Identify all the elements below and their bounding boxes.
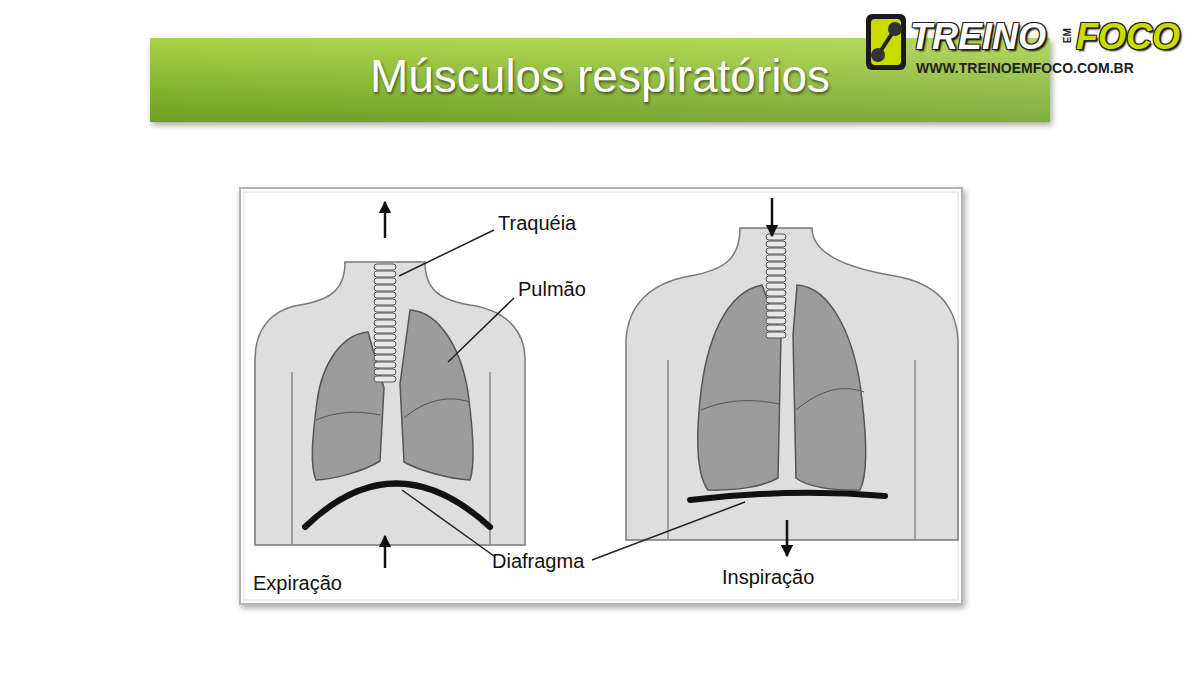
watermark-url: WWW.TREINOEMFOCO.COM.BR — [916, 60, 1134, 76]
picture-border — [244, 192, 958, 600]
trachea-ring — [766, 234, 786, 240]
trachea-ring — [374, 299, 396, 305]
slide-title: Músculos respiratórios — [150, 50, 1050, 103]
trachea-ring — [766, 276, 786, 282]
leader-line — [399, 230, 494, 276]
trachea-ring — [374, 362, 396, 368]
trachea-ring — [374, 278, 396, 284]
airflow-arrow — [771, 198, 774, 236]
lung — [312, 332, 384, 480]
trachea-ring — [374, 313, 396, 319]
phase-label: Inspiração — [722, 566, 814, 589]
dumbbell-weight — [888, 22, 902, 36]
trachea — [766, 234, 786, 338]
trachea-ring — [374, 271, 396, 277]
movement-arrow — [384, 536, 387, 568]
torso-expiration — [255, 262, 525, 545]
logo-inner — [871, 19, 901, 65]
trachea-ring — [766, 255, 786, 261]
lung-fissure — [701, 401, 779, 410]
part-label: Pulmão — [518, 278, 586, 301]
torso-outline — [626, 228, 958, 540]
trachea-ring — [766, 283, 786, 289]
trachea-ring — [766, 269, 786, 275]
lung-fissure — [796, 389, 864, 410]
trachea-ring — [374, 341, 396, 347]
lung-fissure — [404, 399, 470, 418]
logo-word: TREINO — [910, 16, 1046, 57]
trachea-ring — [374, 292, 396, 298]
torso-outline — [255, 262, 525, 545]
trachea-ring — [374, 327, 396, 333]
arm-line — [489, 372, 491, 545]
trachea-ring — [374, 348, 396, 354]
trachea-ring — [766, 325, 786, 331]
leader-line — [592, 502, 745, 560]
trachea-ring — [766, 311, 786, 317]
trachea-ring — [766, 332, 786, 338]
arm-line — [291, 372, 293, 545]
trachea-ring — [766, 304, 786, 310]
diaphragm-flat — [690, 493, 885, 500]
trachea-ring — [766, 318, 786, 324]
logo-square — [866, 14, 906, 70]
trachea-ring — [766, 241, 786, 247]
logo-icon — [866, 14, 906, 70]
torso-inspiration — [626, 228, 958, 540]
diaphragm-dome — [305, 484, 490, 528]
part-label: Diafragma — [492, 550, 584, 573]
trachea-ring — [374, 334, 396, 340]
trachea-ring — [766, 290, 786, 296]
trachea-ring — [374, 285, 396, 291]
lung-fissure — [316, 412, 380, 420]
arm-line — [914, 360, 916, 540]
phase-label: Expiração — [253, 572, 342, 595]
leader-line — [448, 298, 514, 362]
trachea-ring — [374, 376, 396, 382]
lung — [793, 285, 866, 490]
dumbbell-weight — [871, 48, 885, 62]
trachea-ring — [374, 355, 396, 361]
airflow-arrow — [384, 202, 387, 238]
trachea-ring — [766, 262, 786, 268]
logo-word: FOCO — [1076, 16, 1180, 57]
leader-line — [402, 490, 494, 556]
trachea-ring — [374, 320, 396, 326]
trachea-ring — [374, 369, 396, 375]
trachea-ring — [374, 264, 396, 270]
logo-word: EM — [1062, 28, 1074, 43]
movement-arrow — [786, 520, 789, 556]
trachea — [374, 264, 396, 382]
trachea-ring — [374, 306, 396, 312]
lung — [400, 310, 473, 480]
picture-frame — [240, 188, 962, 604]
part-label: Traquéia — [498, 212, 576, 235]
arm-line — [667, 360, 669, 540]
trachea-ring — [766, 248, 786, 254]
trachea-ring — [766, 297, 786, 303]
